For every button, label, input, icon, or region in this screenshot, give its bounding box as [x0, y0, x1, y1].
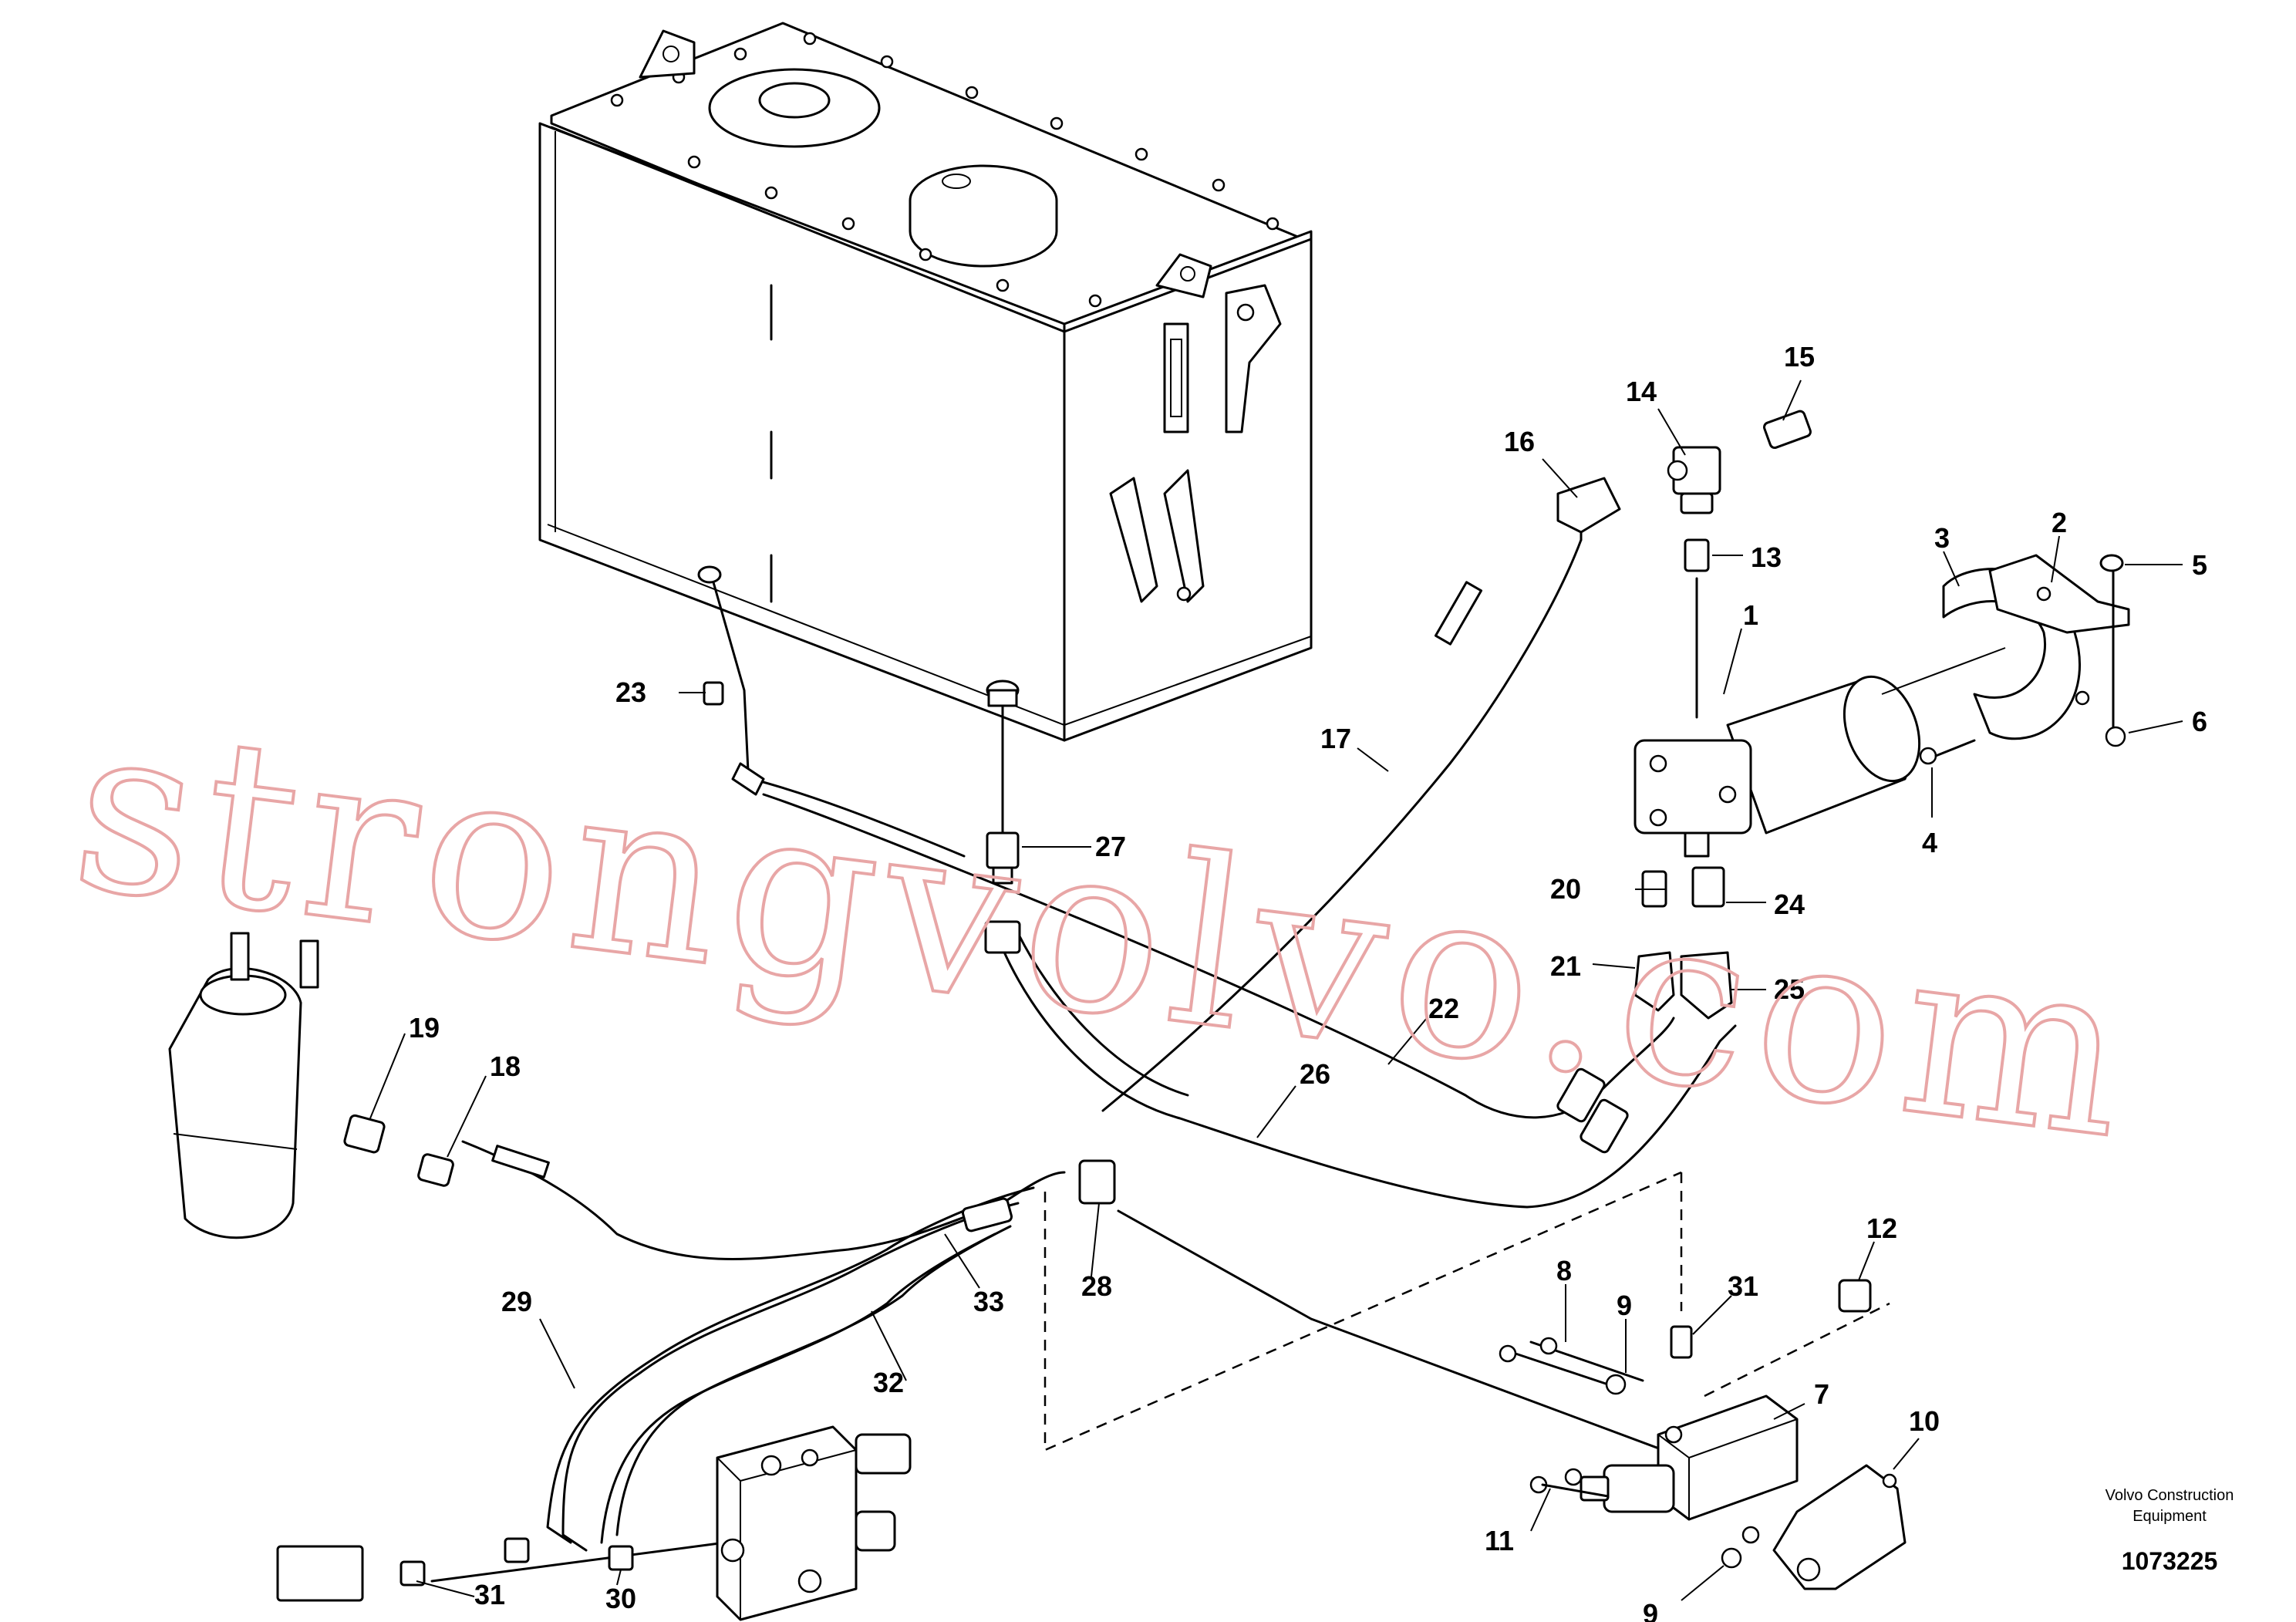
motor-assembly: [1633, 554, 2130, 858]
drawing-number: 1073225: [2122, 1547, 2218, 1575]
callout-26: 26: [1300, 1058, 1330, 1090]
footer: Volvo Construction Equipment 1073225: [2106, 1487, 2234, 1575]
valve-block: [1499, 1337, 1907, 1590]
callout-10: 10: [1909, 1405, 1940, 1437]
callout-1: 1: [1743, 599, 1758, 631]
callout-31-left: 31: [474, 1579, 505, 1610]
callout-12: 12: [1866, 1212, 1897, 1244]
callout-9-top: 9: [1617, 1290, 1632, 1321]
callout-19: 19: [409, 1012, 440, 1044]
callout-24: 24: [1774, 889, 1805, 920]
callout-9-bottom: 9: [1643, 1598, 1658, 1622]
callout-8: 8: [1556, 1255, 1572, 1286]
callout-23: 23: [615, 676, 646, 708]
callout-5: 5: [2192, 549, 2207, 581]
callout-3: 3: [1934, 522, 1950, 554]
callout-22: 22: [1428, 993, 1459, 1024]
callout-11: 11: [1485, 1525, 1514, 1556]
callout-4: 4: [1922, 827, 1937, 858]
callout-21: 21: [1550, 950, 1581, 982]
callout-27: 27: [1095, 831, 1126, 862]
callout-31-right: 31: [1728, 1270, 1758, 1302]
hydraulic-tank: [538, 22, 1313, 742]
callout-6: 6: [2192, 706, 2207, 737]
callout-25: 25: [1774, 973, 1805, 1005]
callout-13: 13: [1751, 541, 1782, 573]
filter-assembly: [168, 932, 319, 1239]
callout-7: 7: [1814, 1378, 1829, 1410]
company-line-2: Equipment: [2132, 1508, 2207, 1525]
callout-18: 18: [490, 1050, 521, 1082]
callout-17: 17: [1320, 723, 1351, 754]
callout-16: 16: [1504, 426, 1535, 457]
callout-33: 33: [973, 1286, 1004, 1317]
callout-2: 2: [2052, 507, 2067, 538]
callout-15: 15: [1784, 341, 1815, 373]
control-valve: [716, 1425, 912, 1621]
callout-14: 14: [1626, 376, 1657, 407]
leader-lines: [369, 379, 2183, 1601]
callout-29: 29: [501, 1286, 532, 1317]
callout-32: 32: [873, 1367, 904, 1398]
company-line-1: Volvo Construction: [2106, 1487, 2234, 1504]
callout-labels: 1 2 3 4 5 6 7 8 9 9 10 11 12 13 14 15 16…: [409, 341, 2207, 1622]
callout-30: 30: [605, 1583, 636, 1614]
callout-28: 28: [1081, 1270, 1112, 1302]
callout-20: 20: [1550, 873, 1581, 905]
fittings: [276, 410, 1872, 1602]
